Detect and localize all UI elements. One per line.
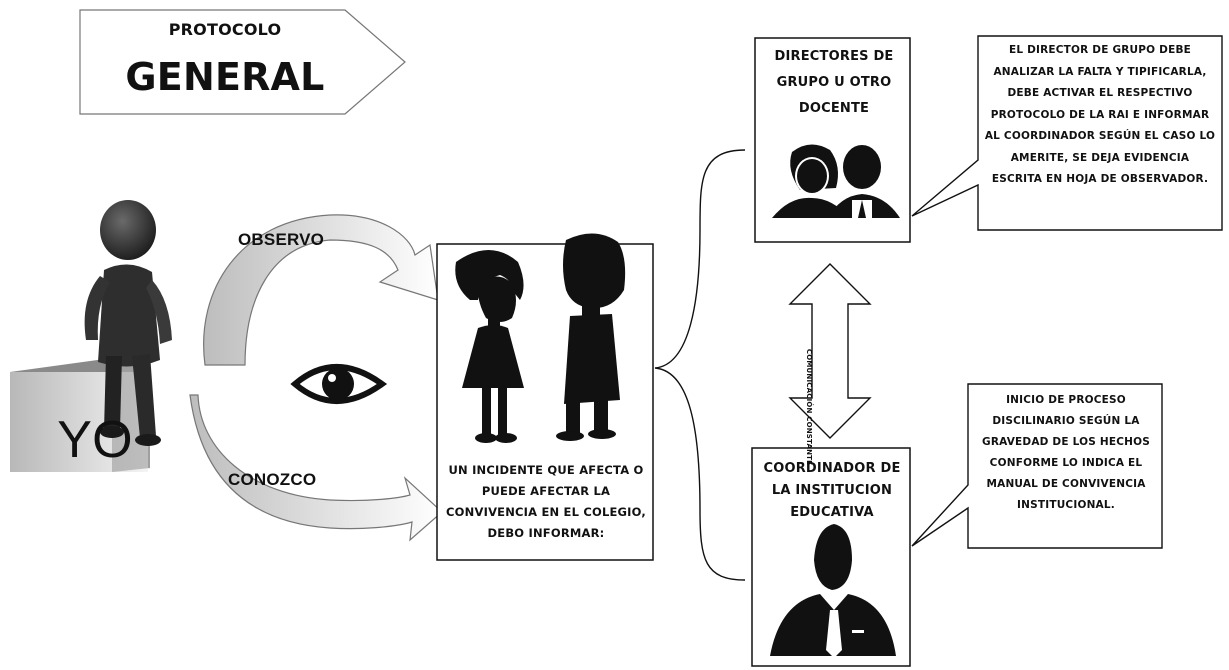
businessman-icon [770,524,896,658]
know-label: CONOZCO [228,470,317,489]
directors-title: DIRECTORES DE GRUPO U OTRO DOCENTE [774,49,894,116]
observe-label: OBSERVO [238,230,325,249]
person-3d-icon [84,200,172,446]
eye-icon [290,364,388,404]
observe-curved-arrow [203,214,439,366]
communication-label: COMUNICACIÓN CONSTANTE [805,348,813,466]
coordinator-callout [911,383,1163,549]
branch-bracket [654,149,746,581]
incident-text: UN INCIDENTE QUE AFECTA O PUEDE AFECTAR … [446,463,646,540]
directors-callout [911,35,1223,231]
title-line1: PROTOCOLO [168,20,282,39]
title-arrow-shape [79,9,406,115]
coordinator-title: COORDINADOR DE LA INSTITUCION EDUCATIVA [763,461,901,520]
self-label: YO [57,411,133,469]
coordinator-note: INICIO DE PROCESO DISCILINARIO SEGÚN LA … [982,394,1150,511]
girl-silhouette-icon [455,250,524,443]
two-people-icon [772,144,900,218]
boy-silhouette-icon [556,233,626,441]
title-line2: GENERAL [125,55,325,99]
directors-note: EL DIRECTOR DE GRUPO DEBE ANALIZAR LA FA… [984,44,1216,185]
know-curved-arrow [189,394,443,542]
communication-double-arrow [788,263,872,439]
